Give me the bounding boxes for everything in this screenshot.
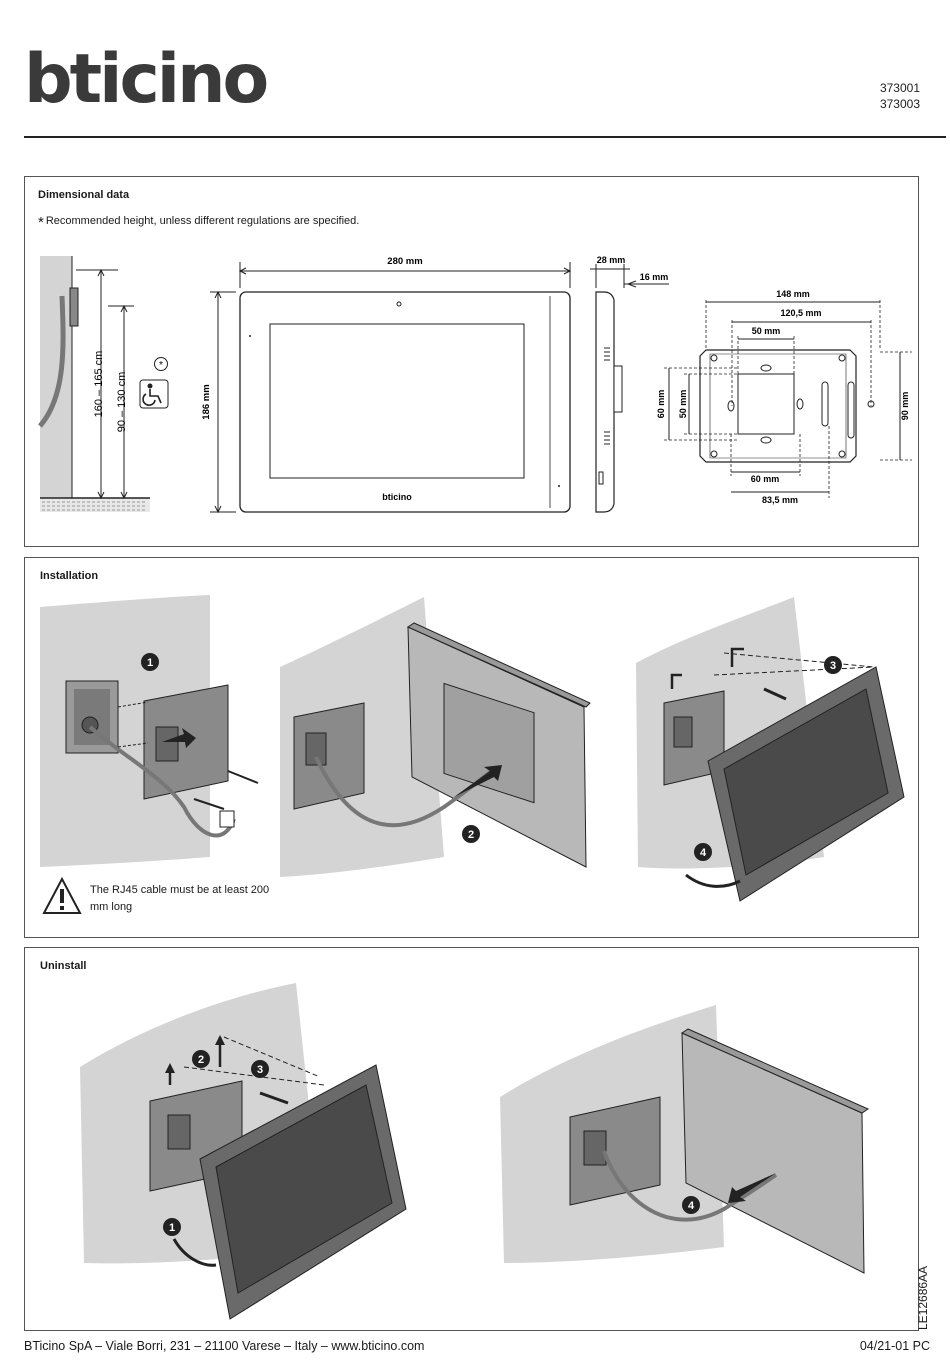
uninstall-step-number: 1 [169, 1222, 175, 1234]
uninstall-step-number: 4 [688, 1200, 695, 1212]
installation-panel [24, 557, 919, 938]
plate-left-50-label: 50 mm [678, 390, 688, 419]
height-label: 186 mm [201, 384, 212, 419]
uninstall-scene-2 [500, 1005, 870, 1274]
product-code: 373003 [879, 97, 920, 111]
install-step-marker [824, 656, 842, 674]
installation-title: Installation [40, 570, 99, 582]
uninstall-panel [24, 947, 919, 1331]
uninstall-step-marker [192, 1050, 210, 1068]
document-version: 04/21-01 PC [859, 1339, 930, 1353]
uninstall-step-marker [251, 1060, 269, 1078]
dimensional-drawing: 160 – 165 cm 90 – 130 cm * 280 mm 186 mm… [38, 255, 912, 514]
install-step-number: 1 [147, 657, 153, 669]
install-step-number: 2 [468, 829, 474, 841]
install-scene-3 [636, 597, 905, 902]
document-id: LE12686AA [916, 1265, 930, 1330]
plate-left-60-label: 60 mm [656, 390, 666, 419]
recommended-height-note: *Recommended height, unless different re… [38, 214, 359, 231]
warning-icon [42, 876, 82, 914]
bticino-logo: bticino [24, 40, 269, 119]
dimensional-data-title: Dimensional data [38, 189, 130, 201]
plate-box-label: 50 mm [752, 326, 781, 336]
product-codes: 373001 373003 [880, 80, 920, 112]
uninstall-title: Uninstall [40, 960, 87, 972]
note-asterisk: * [38, 214, 44, 231]
mounting-plate-drawing [664, 300, 912, 498]
product-code: 373001 [879, 81, 920, 95]
wall-side-view [38, 256, 169, 512]
install-step-marker [462, 825, 480, 843]
depth-label: 28 mm [597, 255, 626, 265]
rj45-warning-text: The RJ45 cable must be at least 200 mm l… [90, 884, 270, 913]
depth-inner-label: 16 mm [640, 272, 669, 282]
install-scene-1 [40, 595, 259, 867]
uninstall-step-marker [682, 1196, 700, 1214]
uninstall-scene-1 [80, 983, 407, 1320]
plate-height-label: 90 mm [900, 392, 910, 421]
asterisk-badge: * [159, 360, 163, 371]
device-side-view [590, 264, 669, 513]
device-front-view [210, 262, 572, 514]
device-brand: bticino [382, 492, 412, 502]
uninstall-drawing: 2 3 1 4 [80, 983, 870, 1320]
plate-bottom-835-label: 83,5 mm [762, 495, 798, 505]
plate-width-label: 148 mm [776, 289, 810, 299]
plate-holes-label: 120,5 mm [780, 308, 821, 318]
plate-bottom-60-label: 60 mm [751, 474, 780, 484]
uninstall-step-marker [163, 1218, 181, 1236]
company-address: BTicino SpA – Viale Borri, 231 – 21100 V… [24, 1339, 425, 1353]
install-step-marker [694, 843, 712, 861]
installation-drawing: 1 2 3 4 [40, 595, 905, 914]
header-rule [24, 136, 946, 138]
dimensional-data-panel [24, 176, 919, 547]
width-label: 280 mm [387, 256, 422, 267]
install-scene-2 [280, 597, 591, 877]
install-step-marker [141, 653, 159, 671]
height-total-label: 160 – 165 cm [93, 351, 105, 418]
uninstall-step-number: 3 [257, 1064, 263, 1076]
note-text: Recommended height, unless different reg… [45, 215, 360, 227]
install-step-number: 3 [830, 660, 836, 672]
uninstall-step-number: 2 [198, 1054, 204, 1066]
height-wheelchair-label: 90 – 130 cm [116, 372, 128, 433]
install-step-number: 4 [700, 847, 707, 859]
